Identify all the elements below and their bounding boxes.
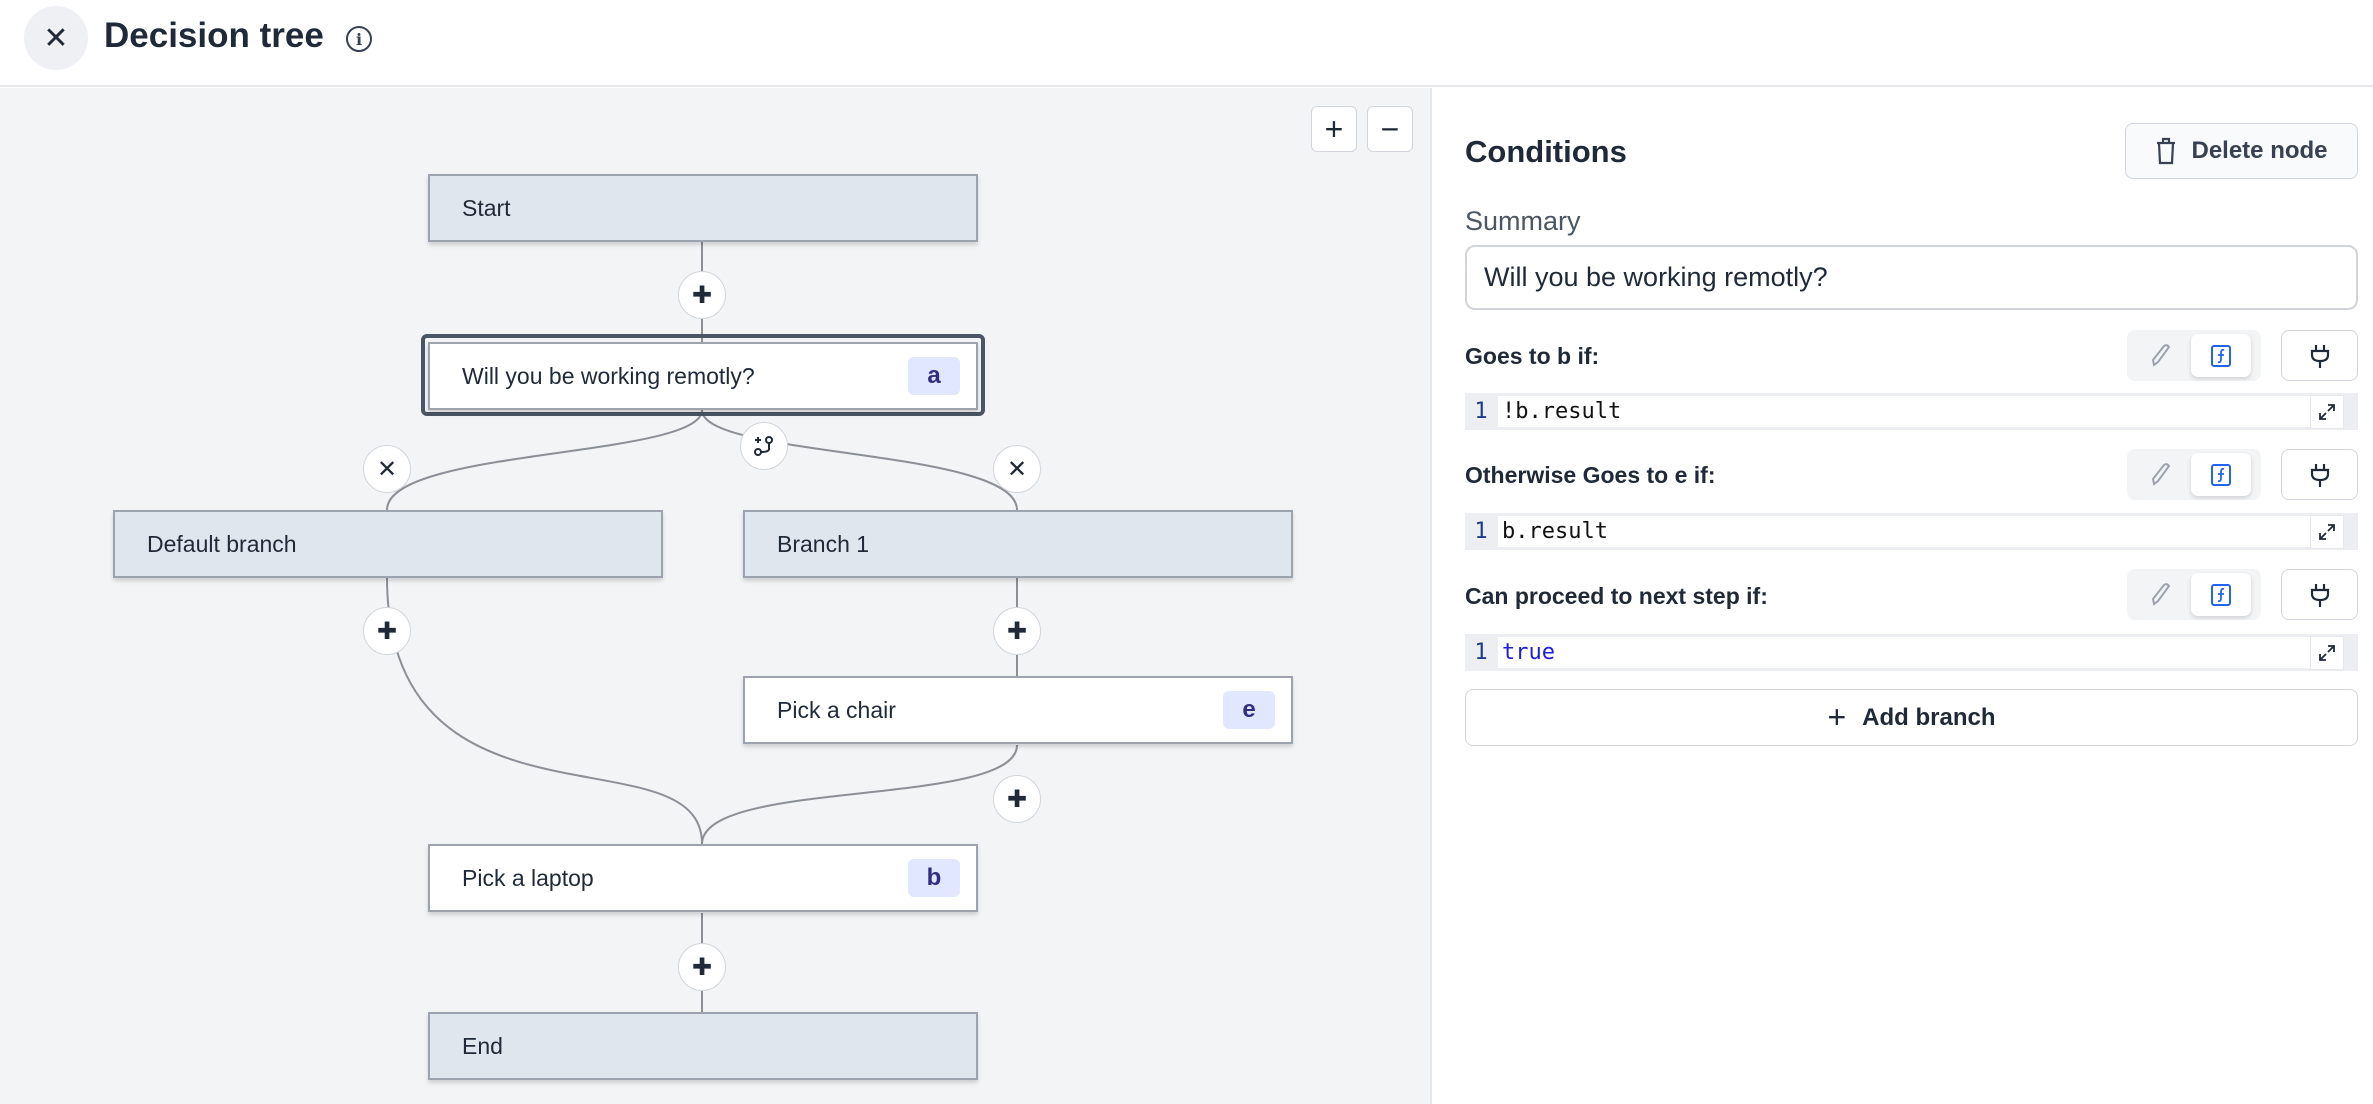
plus-icon: + xyxy=(1827,699,1847,735)
code-input[interactable]: true xyxy=(1498,637,2310,668)
add-branch-node-button[interactable] xyxy=(740,422,788,470)
selected-outline xyxy=(421,334,985,416)
formula-mode-button[interactable] xyxy=(2191,453,2251,496)
delete-branch-button[interactable]: ✕ xyxy=(363,445,411,493)
expand-icon[interactable] xyxy=(2310,514,2344,549)
node-laptop[interactable]: Pick a laptop b xyxy=(428,844,978,912)
tree-canvas[interactable]: + − Start ✚ Will you be working remotly?… xyxy=(0,88,1432,1104)
code-input[interactable]: !b.result xyxy=(1498,396,2310,427)
condition-label: Can proceed to next step if: xyxy=(1465,583,1768,609)
add-step-button[interactable]: ✚ xyxy=(363,607,411,655)
edit-mode-button[interactable] xyxy=(2131,573,2191,616)
node-badge: a xyxy=(908,357,960,395)
node-chair[interactable]: Pick a chair e xyxy=(743,676,1293,744)
header: ✕ Decision tree i xyxy=(0,0,2373,87)
summary-label: Summary xyxy=(1465,206,1581,236)
close-button[interactable]: ✕ xyxy=(24,6,88,70)
delete-node-label: Delete node xyxy=(2191,137,2328,164)
node-badge: e xyxy=(1223,691,1275,729)
close-icon: ✕ xyxy=(1006,455,1028,483)
edge xyxy=(701,744,1018,845)
code-editor[interactable]: 1 !b.result xyxy=(1465,393,2358,430)
node-question[interactable]: Will you be working remotly? a xyxy=(428,342,978,410)
pencil-icon xyxy=(2151,462,2171,486)
node-label: Pick a chair xyxy=(777,696,896,723)
edge xyxy=(701,409,1018,511)
add-step-button[interactable]: ✚ xyxy=(993,775,1041,823)
edge xyxy=(386,409,703,511)
node-label: Pick a laptop xyxy=(462,864,594,891)
function-icon xyxy=(2211,463,2231,486)
branch-icon xyxy=(754,436,773,456)
add-step-button[interactable]: ✚ xyxy=(678,271,726,319)
plus-icon: ✚ xyxy=(376,617,398,645)
formula-mode-button[interactable] xyxy=(2191,573,2251,616)
mode-toggle xyxy=(2127,449,2261,500)
condition-label: Goes to b if: xyxy=(1465,343,1600,369)
conditions-panel: Conditions Delete node Summary Goes to b… xyxy=(1433,88,2373,1104)
delete-node-button[interactable]: Delete node xyxy=(2125,123,2358,179)
node-branch-1[interactable]: Branch 1 xyxy=(743,510,1293,578)
node-label: Default branch xyxy=(147,530,297,557)
panel-title: Conditions xyxy=(1465,134,1627,169)
code-editor[interactable]: 1 b.result xyxy=(1465,513,2358,550)
add-branch-label: Add branch xyxy=(1862,703,1996,731)
connect-button[interactable] xyxy=(2281,569,2358,620)
plug-icon xyxy=(2310,583,2329,607)
edge xyxy=(386,576,703,845)
connect-button[interactable] xyxy=(2281,449,2358,500)
edit-mode-button[interactable] xyxy=(2131,453,2191,496)
code-editor[interactable]: 1 true xyxy=(1465,634,2358,671)
plus-icon: ✚ xyxy=(1006,617,1028,645)
node-end[interactable]: End xyxy=(428,1012,978,1080)
edit-mode-button[interactable] xyxy=(2131,334,2191,377)
plus-icon: ✚ xyxy=(1006,785,1028,813)
code-input[interactable]: b.result xyxy=(1498,516,2310,547)
zoom-in-button[interactable]: + xyxy=(1311,106,1357,152)
function-icon xyxy=(2211,583,2231,606)
zoom-out-button[interactable]: − xyxy=(1367,106,1413,152)
pencil-icon xyxy=(2151,582,2171,606)
add-step-button[interactable]: ✚ xyxy=(993,607,1041,655)
connect-button[interactable] xyxy=(2281,330,2358,381)
trash-icon xyxy=(2157,137,2176,165)
plus-icon: ✚ xyxy=(691,953,713,981)
add-step-button[interactable]: ✚ xyxy=(678,943,726,991)
close-icon: ✕ xyxy=(376,455,398,483)
function-icon xyxy=(2211,344,2231,367)
node-label: Will you be working remotly? xyxy=(462,362,755,389)
node-label: Branch 1 xyxy=(777,530,870,557)
plug-icon xyxy=(2310,463,2329,487)
summary-input[interactable] xyxy=(1465,245,2358,310)
add-branch-button[interactable]: + Add branch xyxy=(1465,689,2358,746)
node-default-branch[interactable]: Default branch xyxy=(113,510,663,578)
close-icon: ✕ xyxy=(43,21,69,55)
condition-label: Otherwise Goes to e if: xyxy=(1465,462,1716,488)
info-icon[interactable]: i xyxy=(346,26,372,52)
line-number: 1 xyxy=(1474,640,1488,665)
mode-toggle xyxy=(2127,330,2261,381)
line-number: 1 xyxy=(1474,519,1488,544)
node-label: End xyxy=(462,1032,503,1059)
plug-icon xyxy=(2310,344,2329,368)
line-number: 1 xyxy=(1474,399,1488,424)
page-title: Decision tree xyxy=(104,16,324,55)
pencil-icon xyxy=(2151,343,2171,367)
delete-branch-button[interactable]: ✕ xyxy=(993,445,1041,493)
expand-icon[interactable] xyxy=(2310,394,2344,429)
node-start[interactable]: Start xyxy=(428,174,978,242)
node-label: Start xyxy=(462,194,511,221)
formula-mode-button[interactable] xyxy=(2191,334,2251,377)
node-badge: b xyxy=(908,859,960,897)
plus-icon: ✚ xyxy=(691,281,713,309)
expand-icon[interactable] xyxy=(2310,635,2344,670)
mode-toggle xyxy=(2127,569,2261,620)
